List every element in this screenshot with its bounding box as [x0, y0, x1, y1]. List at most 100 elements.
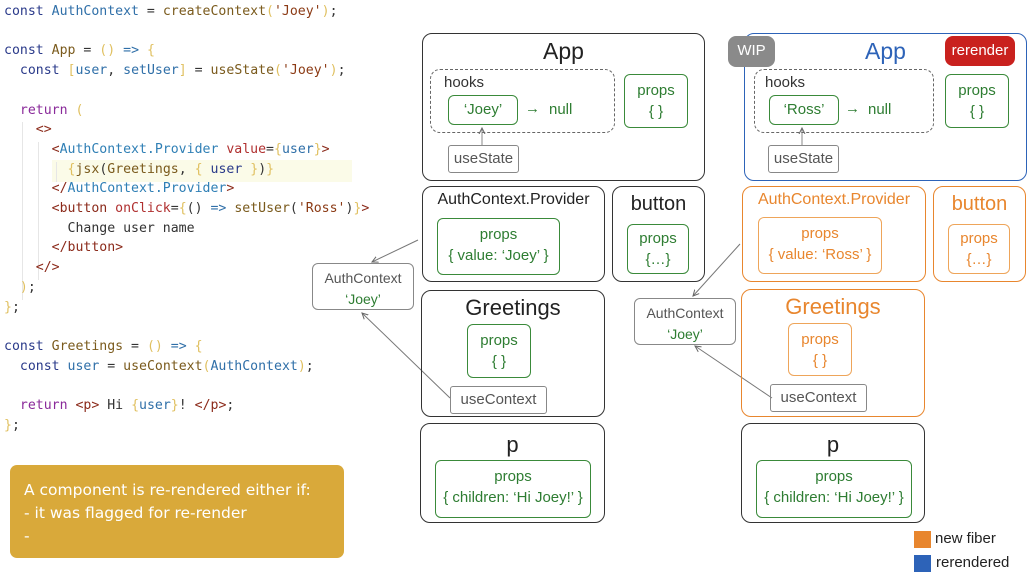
props-value: {…} — [966, 251, 992, 268]
code-token: 'Joey' — [273, 4, 322, 19]
code-token: 'Joey' — [281, 63, 330, 79]
wip-context-value-box: AuthContext ‘Joey’ — [634, 298, 736, 345]
code-token: ! — [178, 398, 195, 413]
code-token: ; — [337, 63, 346, 79]
code-token: } — [353, 201, 362, 216]
code-token: </> — [35, 260, 60, 276]
code-token: { — [146, 43, 155, 59]
code-token: ( — [266, 4, 274, 19]
fiber-title: button — [951, 193, 1008, 215]
props-label: props — [958, 82, 996, 99]
fiber-title: p — [506, 432, 519, 457]
highlighted-line — [52, 160, 352, 182]
code-token: < — [51, 141, 60, 157]
hook-next: null — [868, 101, 892, 118]
props-label: props — [637, 82, 675, 99]
code-token: const — [4, 338, 52, 354]
code-line: <> — [4, 120, 52, 140]
fiber-title: Greetings — [465, 295, 561, 320]
code-line: }; — [4, 298, 20, 318]
code-token: ) — [19, 279, 28, 295]
code-token: => — [170, 338, 187, 354]
code-token: () — [146, 338, 163, 354]
note-line: A component is re-rendered either if: — [24, 481, 311, 499]
fiber-title: button — [630, 193, 687, 215]
code-token: ( — [99, 161, 108, 177]
arrow-icon: → — [845, 100, 860, 117]
code-token: } — [266, 161, 275, 177]
legend-label: new fiber — [935, 530, 996, 547]
usecontext-hook: useContext — [450, 386, 547, 414]
app-fiber: App hooks ‘Joey’ → null props { } useSta… — [422, 33, 705, 181]
code-token: const — [4, 43, 52, 59]
code-token: user — [210, 161, 243, 177]
code-token: return — [19, 398, 76, 413]
props-box: props { } — [624, 74, 688, 128]
code-token: = — [186, 63, 211, 79]
context-value-box: AuthContext ‘Joey’ — [312, 263, 414, 310]
code-token: = — [138, 4, 163, 19]
code-line: const user = useContext(AuthContext); — [4, 357, 314, 377]
code-token: ; — [226, 398, 235, 413]
code-token: useState — [210, 63, 275, 79]
code-token: => — [210, 201, 227, 216]
legend-swatch-new-fiber — [914, 531, 931, 548]
props-box: props { } — [788, 323, 852, 376]
context-name: AuthContext — [646, 305, 724, 321]
code-token: 'Ross' — [297, 201, 346, 216]
props-box: props { } — [467, 324, 531, 378]
wip-provider-fiber: AuthContext.Provider props { value: ‘Ros… — [742, 186, 926, 282]
context-value: ‘Joey’ — [667, 326, 703, 342]
fiber-title: AuthContext.Provider — [757, 191, 911, 208]
code-token: = — [99, 358, 124, 374]
code-token: </ — [51, 181, 68, 197]
code-token: = — [266, 141, 274, 157]
code-token: <p> — [75, 398, 100, 413]
code-token: AuthContext — [210, 358, 298, 374]
context-value: ‘Joey’ — [345, 291, 381, 307]
code-token: ; — [305, 358, 314, 374]
button-fiber: button props {…} — [612, 186, 705, 282]
code-token: return — [19, 102, 76, 118]
props-value: { children: ‘Hi Joey!’ } — [443, 489, 583, 506]
arrow-icon: → — [525, 100, 540, 117]
code-token: user — [67, 358, 100, 374]
code-token: ) — [345, 201, 354, 216]
context-name: AuthContext — [324, 270, 402, 286]
props-box: props { children: ‘Hi Joey!’ } — [435, 460, 591, 518]
code-token: ; — [11, 417, 20, 433]
code-token: { — [274, 141, 282, 157]
wip-button-fiber: button props {…} — [933, 186, 1026, 282]
code-token: ) — [329, 63, 338, 79]
fiber-title: p — [826, 432, 840, 457]
props-value: { value: ‘Ross’ } — [768, 246, 872, 263]
indent-guide — [56, 162, 57, 182]
code-token: user — [139, 398, 171, 413]
code-token: ) — [297, 358, 306, 374]
props-label: props — [494, 468, 532, 485]
code-token: ( — [289, 201, 298, 216]
props-value: { } — [648, 103, 664, 120]
code-line: }; — [4, 416, 20, 436]
code-token: [ — [67, 63, 76, 79]
hooks-container: hooks ‘Ross’ → null — [754, 69, 934, 133]
code-token: Greetings — [51, 338, 124, 354]
code-token: () — [186, 201, 211, 216]
props-label: props — [639, 230, 677, 247]
code-token: => — [123, 43, 140, 59]
code-token: > — [226, 181, 235, 197]
legend-swatch-rerendered — [914, 555, 931, 572]
code-line: <AuthContext.Provider value={user}> — [4, 140, 330, 160]
code-token: { — [178, 201, 187, 216]
code-token: () — [99, 43, 116, 59]
wip-p-fiber: p props { children: ‘Hi Joey!’ } — [741, 423, 925, 523]
fiber-title: AuthContext.Provider — [437, 191, 590, 208]
props-label: props — [480, 332, 518, 349]
code-token: Hi — [99, 398, 132, 413]
hooks-label: hooks — [765, 74, 806, 91]
hooks-container: hooks ‘Joey’ → null — [430, 69, 615, 133]
code-token: ) — [258, 161, 267, 177]
props-value: {…} — [645, 251, 671, 268]
code-token: useContext — [123, 358, 203, 374]
fiber-title: App — [543, 38, 584, 64]
